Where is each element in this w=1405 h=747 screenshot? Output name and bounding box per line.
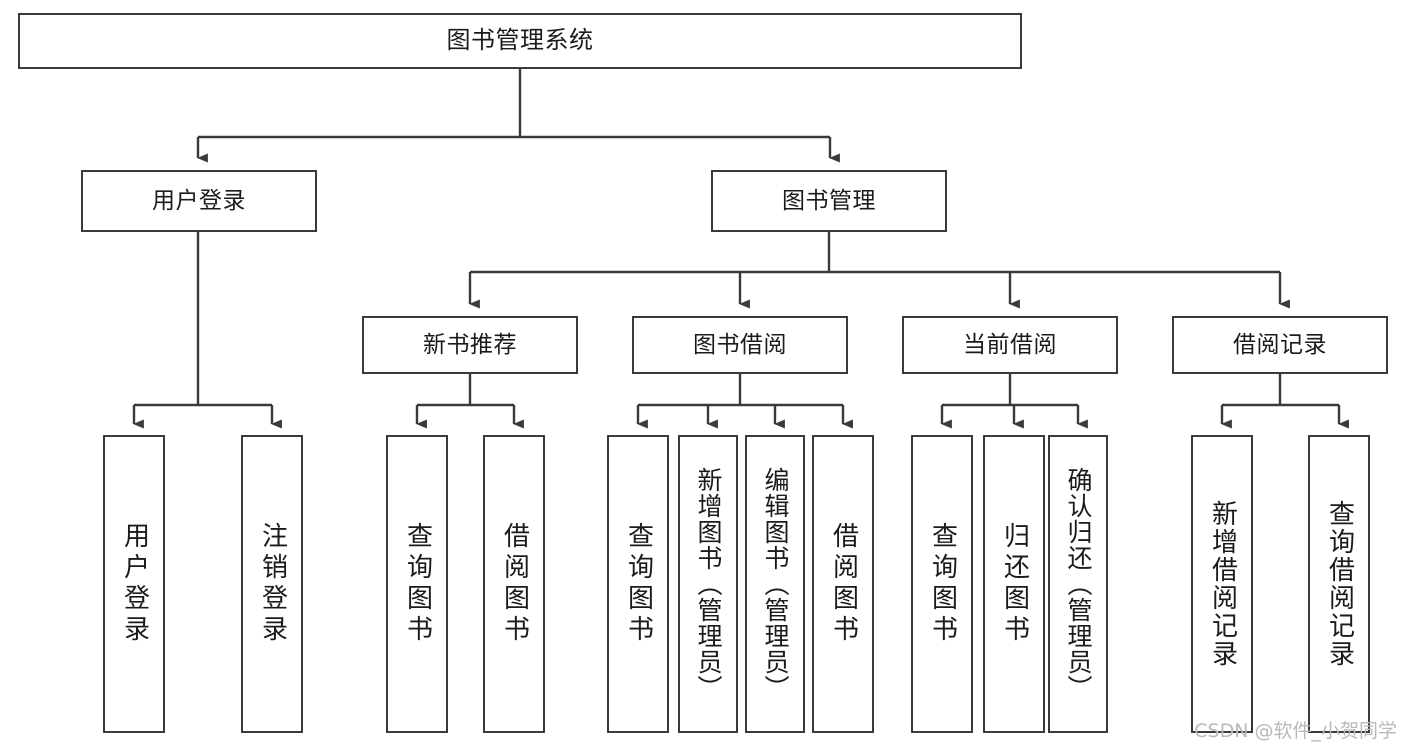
- node-leaf-borrow-book-2[interactable]: 借阅图书: [812, 435, 874, 733]
- node-book-manage[interactable]: 图书管理: [711, 170, 947, 232]
- watermark-text: CSDN @软件_小贺同学: [1194, 720, 1397, 742]
- node-root[interactable]: 图书管理系统: [18, 13, 1022, 69]
- node-current-borrow-label: 当前借阅: [963, 331, 1057, 358]
- node-leaf-add-record[interactable]: 新增借阅记录: [1191, 435, 1253, 733]
- node-current-borrow[interactable]: 当前借阅: [902, 316, 1118, 374]
- node-borrow-record-label: 借阅记录: [1233, 331, 1327, 358]
- node-user-login-label: 用户登录: [152, 187, 246, 214]
- node-leaf-confirm-return[interactable]: 确认归还（管理员）: [1048, 435, 1108, 733]
- node-leaf-borrow-book-2-label: 借阅图书: [828, 522, 859, 646]
- node-leaf-edit-book[interactable]: 编辑图书（管理员）: [745, 435, 805, 733]
- node-leaf-user-login[interactable]: 用户登录: [103, 435, 165, 733]
- node-leaf-user-logout-label: 注销登录: [257, 522, 288, 646]
- node-leaf-query-book-3-label: 查询图书: [927, 522, 958, 646]
- node-leaf-add-book-label: 新增图书（管理员）: [694, 467, 723, 701]
- node-new-book-recommend[interactable]: 新书推荐: [362, 316, 578, 374]
- node-leaf-query-book-1-label: 查询图书: [402, 522, 433, 646]
- node-leaf-return-book-label: 归还图书: [999, 522, 1030, 646]
- node-leaf-add-book[interactable]: 新增图书（管理员）: [678, 435, 738, 733]
- node-leaf-query-record-label: 查询借阅记录: [1324, 500, 1355, 668]
- node-leaf-confirm-return-label: 确认归还（管理员）: [1064, 467, 1093, 701]
- node-leaf-user-login-label: 用户登录: [119, 522, 150, 646]
- node-book-borrow-label: 图书借阅: [693, 331, 787, 358]
- node-leaf-query-book-2-label: 查询图书: [623, 522, 654, 646]
- node-leaf-add-record-label: 新增借阅记录: [1207, 500, 1238, 668]
- node-book-borrow[interactable]: 图书借阅: [632, 316, 848, 374]
- node-leaf-query-book-3[interactable]: 查询图书: [911, 435, 973, 733]
- node-borrow-record[interactable]: 借阅记录: [1172, 316, 1388, 374]
- node-root-label: 图书管理系统: [446, 26, 594, 55]
- node-leaf-user-logout[interactable]: 注销登录: [241, 435, 303, 733]
- node-leaf-return-book[interactable]: 归还图书: [983, 435, 1045, 733]
- node-book-manage-label: 图书管理: [782, 187, 876, 214]
- node-leaf-borrow-book-1[interactable]: 借阅图书: [483, 435, 545, 733]
- node-leaf-borrow-book-1-label: 借阅图书: [499, 522, 530, 646]
- node-leaf-query-record[interactable]: 查询借阅记录: [1308, 435, 1370, 733]
- node-new-book-recommend-label: 新书推荐: [423, 331, 517, 358]
- node-leaf-query-book-2[interactable]: 查询图书: [607, 435, 669, 733]
- node-leaf-query-book-1[interactable]: 查询图书: [386, 435, 448, 733]
- node-user-login[interactable]: 用户登录: [81, 170, 317, 232]
- node-leaf-edit-book-label: 编辑图书（管理员）: [761, 467, 790, 701]
